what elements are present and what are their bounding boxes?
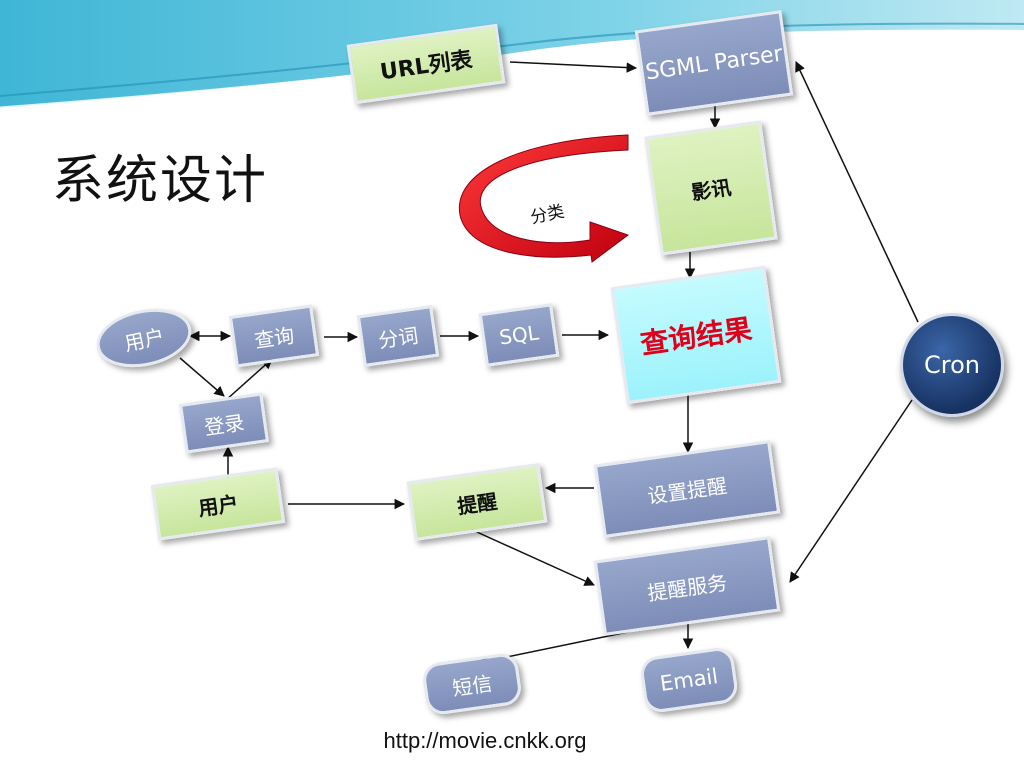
arrow-login-to-query bbox=[225, 358, 273, 401]
arrow-user-to-login bbox=[179, 357, 225, 397]
sql-box: SQL bbox=[478, 303, 560, 367]
arrow-url-to-sgml bbox=[509, 61, 638, 73]
arrow-cron-to-service bbox=[789, 399, 913, 583]
cron-circle: Cron bbox=[900, 313, 1004, 417]
classify-curved-arrow bbox=[458, 134, 630, 263]
arrow-cron-to-sgml bbox=[795, 61, 919, 323]
footer-url: http://movie.cnkk.org bbox=[383, 728, 587, 753]
arrow-reminder-to-service bbox=[467, 527, 595, 586]
segment-box: 分词 bbox=[356, 304, 440, 368]
page-title: 系统设计 bbox=[52, 151, 269, 211]
query-result-box: 查询结果 bbox=[610, 265, 782, 405]
movie-info-box: 影讯 bbox=[644, 120, 778, 256]
